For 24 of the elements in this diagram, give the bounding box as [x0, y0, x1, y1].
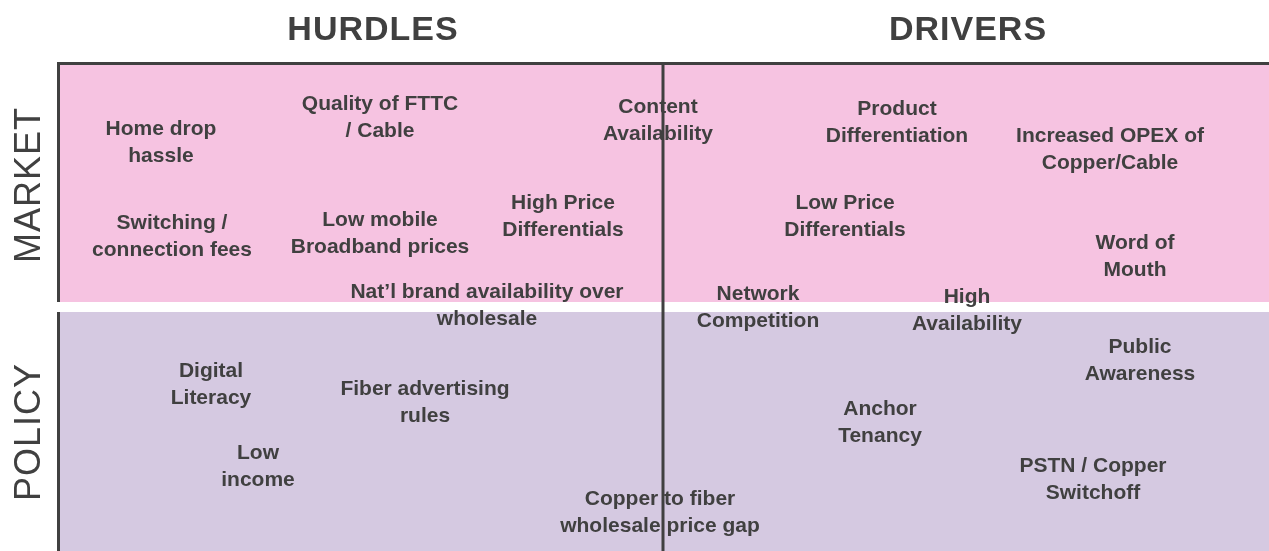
factor-label: Low mobile Broadband prices — [289, 205, 471, 259]
column-header: HURDLES — [287, 8, 459, 48]
factor-label: Digital Literacy — [169, 356, 253, 410]
factor-label: High Availability — [910, 282, 1024, 336]
factor-label: High Price Differentials — [501, 188, 625, 242]
factor-label: Anchor Tenancy — [837, 394, 923, 448]
factor-label: Home drop hassle — [104, 114, 218, 168]
row-header: POLICY — [7, 363, 49, 501]
factor-label: PSTN / Copper Switchoff — [1018, 451, 1168, 505]
factor-label: Fiber advertising rules — [339, 374, 511, 428]
factor-label: Low income — [220, 438, 296, 492]
factor-label: Nat’l brand availability over wholesale — [349, 277, 625, 331]
factor-label: Switching / connection fees — [91, 208, 253, 262]
factor-label: Product Differentiation — [824, 94, 970, 148]
column-header: DRIVERS — [888, 8, 1048, 48]
factor-label: Public Awareness — [1083, 332, 1197, 386]
factor-label: Network Competition — [695, 279, 821, 333]
factor-label: Low Price Differentials — [783, 188, 907, 242]
factor-label: Quality of FTTC / Cable — [300, 89, 460, 143]
policy-band — [57, 312, 1269, 551]
factor-label: Increased OPEX of Copper/Cable — [1015, 121, 1205, 175]
factor-label: Copper to fiber wholesale price gap — [559, 484, 761, 538]
row-header: MARKET — [7, 107, 49, 263]
factor-label: Word of Mouth — [1094, 228, 1176, 282]
